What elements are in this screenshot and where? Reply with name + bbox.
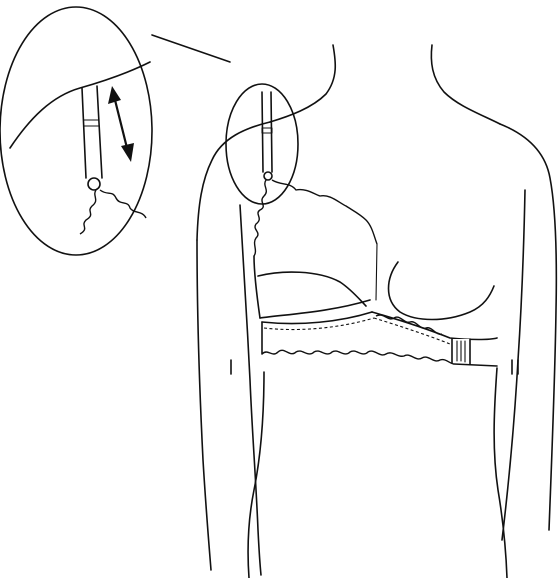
band-top-left (262, 312, 372, 324)
neck-left-line (270, 45, 335, 122)
right-waist-line (494, 368, 507, 578)
cup-lace-top-edge (272, 180, 377, 244)
band-lace-bottom (262, 350, 454, 364)
strap-ring (264, 172, 272, 180)
bra (254, 92, 497, 366)
right-arm-inner-line (502, 190, 525, 540)
zoom-callout (0, 7, 152, 255)
right-breast-curve (389, 262, 495, 320)
lower-cup-curve (258, 272, 366, 306)
cup-lace-left-edge (254, 180, 266, 256)
left-arm-outer-line (197, 240, 211, 570)
strap-slider (262, 128, 272, 133)
band-top-right (372, 312, 497, 340)
torso-outline (197, 45, 556, 578)
zoom-connector-line (152, 35, 230, 62)
right-arm-outer-line (500, 124, 556, 530)
cup-side-edge (254, 256, 260, 318)
left-arm-inner-line (240, 205, 261, 575)
band-bottom-right (454, 364, 497, 366)
neck-right-line (431, 45, 500, 124)
underwire-line (260, 300, 370, 318)
cup-center-seam (376, 244, 377, 300)
